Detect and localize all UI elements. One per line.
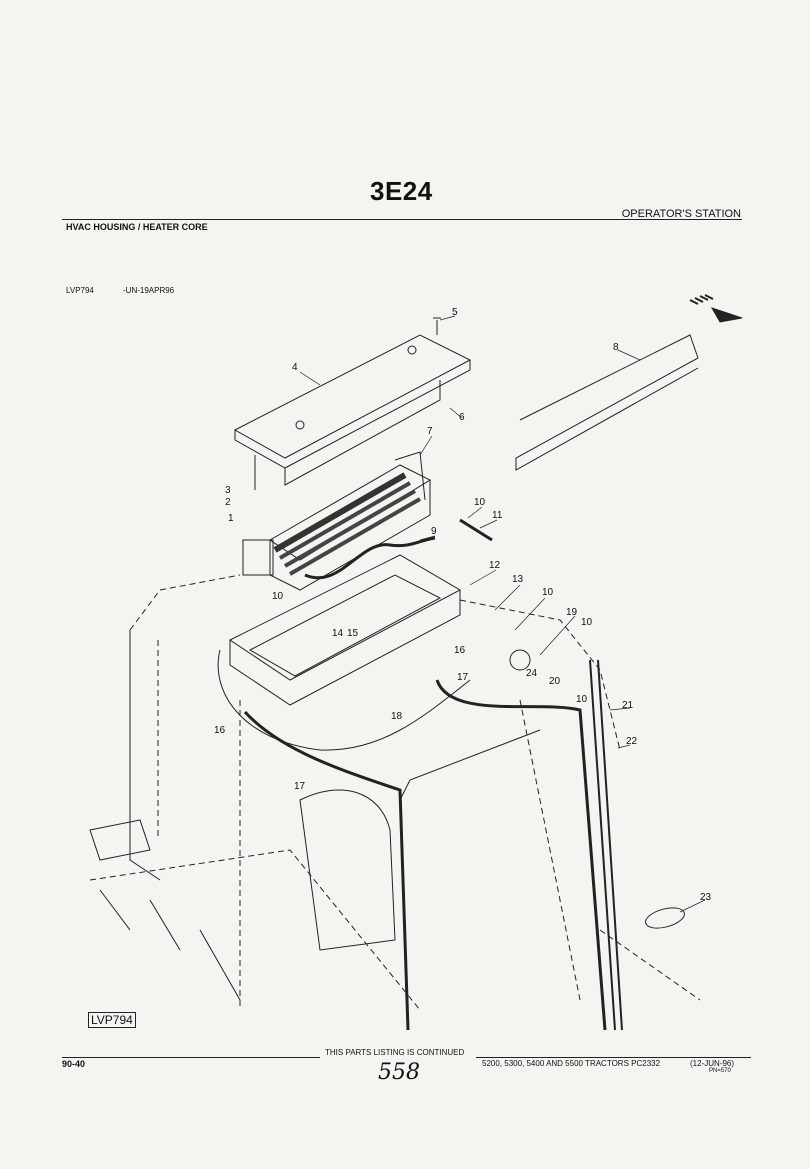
housing-cover xyxy=(233,334,472,490)
header-rule xyxy=(62,219,742,220)
callout-number: 10 xyxy=(272,591,284,602)
heater-core xyxy=(242,451,432,591)
callout-number: 3 xyxy=(225,485,231,496)
callout-number: 2 xyxy=(225,497,231,508)
callout-number: 21 xyxy=(622,700,634,711)
callout-number: 14 xyxy=(332,628,344,639)
callout-number: 10 xyxy=(576,694,588,705)
callout-number: 4 xyxy=(292,362,298,373)
page-code: 3E24 xyxy=(370,176,433,206)
footer-rule-left xyxy=(62,1057,320,1058)
page-reference: 90-40 xyxy=(62,1059,86,1069)
callout-number: 15 xyxy=(347,628,359,639)
page-title: HVAC HOUSING / HEATER CORE xyxy=(66,222,208,232)
callout-number: 11 xyxy=(492,510,503,521)
direction-arrow-icon xyxy=(689,294,743,323)
hose xyxy=(435,679,607,1031)
figure-id: LVP794 xyxy=(88,1012,136,1028)
screw xyxy=(433,317,441,335)
callout-number: 20 xyxy=(549,676,561,687)
tractor-hood xyxy=(89,819,241,1001)
ref-id: LVP794 xyxy=(66,286,94,295)
hose xyxy=(243,710,410,1031)
callout-number: 10 xyxy=(474,497,486,508)
callout-number: 12 xyxy=(489,560,501,571)
handwritten-number: 558 xyxy=(378,1060,420,1085)
callout-number: 9 xyxy=(431,526,437,537)
callout-number: 10 xyxy=(542,587,554,598)
valve xyxy=(509,649,531,671)
callout-number: 10 xyxy=(581,617,593,628)
callout-number: 6 xyxy=(459,412,465,423)
callout-number: 17 xyxy=(457,672,469,683)
callout-number: 7 xyxy=(427,426,433,437)
clamp xyxy=(645,907,685,929)
hvac-tray xyxy=(229,554,462,706)
callout-number: 8 xyxy=(613,342,619,353)
callout-number: 1 xyxy=(228,513,234,524)
section-title: OPERATOR'S STATION xyxy=(621,208,741,220)
footer-date: (12-JUN-96) xyxy=(690,1059,735,1068)
callout-number: 5 xyxy=(452,307,458,318)
callout-number: 22 xyxy=(626,736,638,747)
callout-number: 16 xyxy=(454,645,466,656)
callout-number: 17 xyxy=(294,781,306,792)
filter-panel xyxy=(515,334,699,471)
callout-number: 19 xyxy=(566,607,578,618)
models-text: 5200, 5300, 5400 AND 5500 TRACTORS PC233… xyxy=(482,1059,661,1068)
hose xyxy=(589,659,623,1031)
seat xyxy=(299,789,396,951)
cable xyxy=(217,649,471,751)
ref-date: -UN-19APR96 xyxy=(123,286,175,295)
footer-rule-right xyxy=(476,1057,751,1058)
callout-number: 24 xyxy=(526,668,538,679)
callout-number: 23 xyxy=(700,892,712,903)
continued-note: THIS PARTS LISTING IS CONTINUED xyxy=(325,1048,465,1057)
callout-number: 16 xyxy=(214,725,226,736)
callout-number: 18 xyxy=(391,711,403,722)
cab-frame xyxy=(129,630,541,881)
callout-number: 13 xyxy=(512,574,524,585)
footer-pn: PN=570 xyxy=(709,1068,731,1074)
